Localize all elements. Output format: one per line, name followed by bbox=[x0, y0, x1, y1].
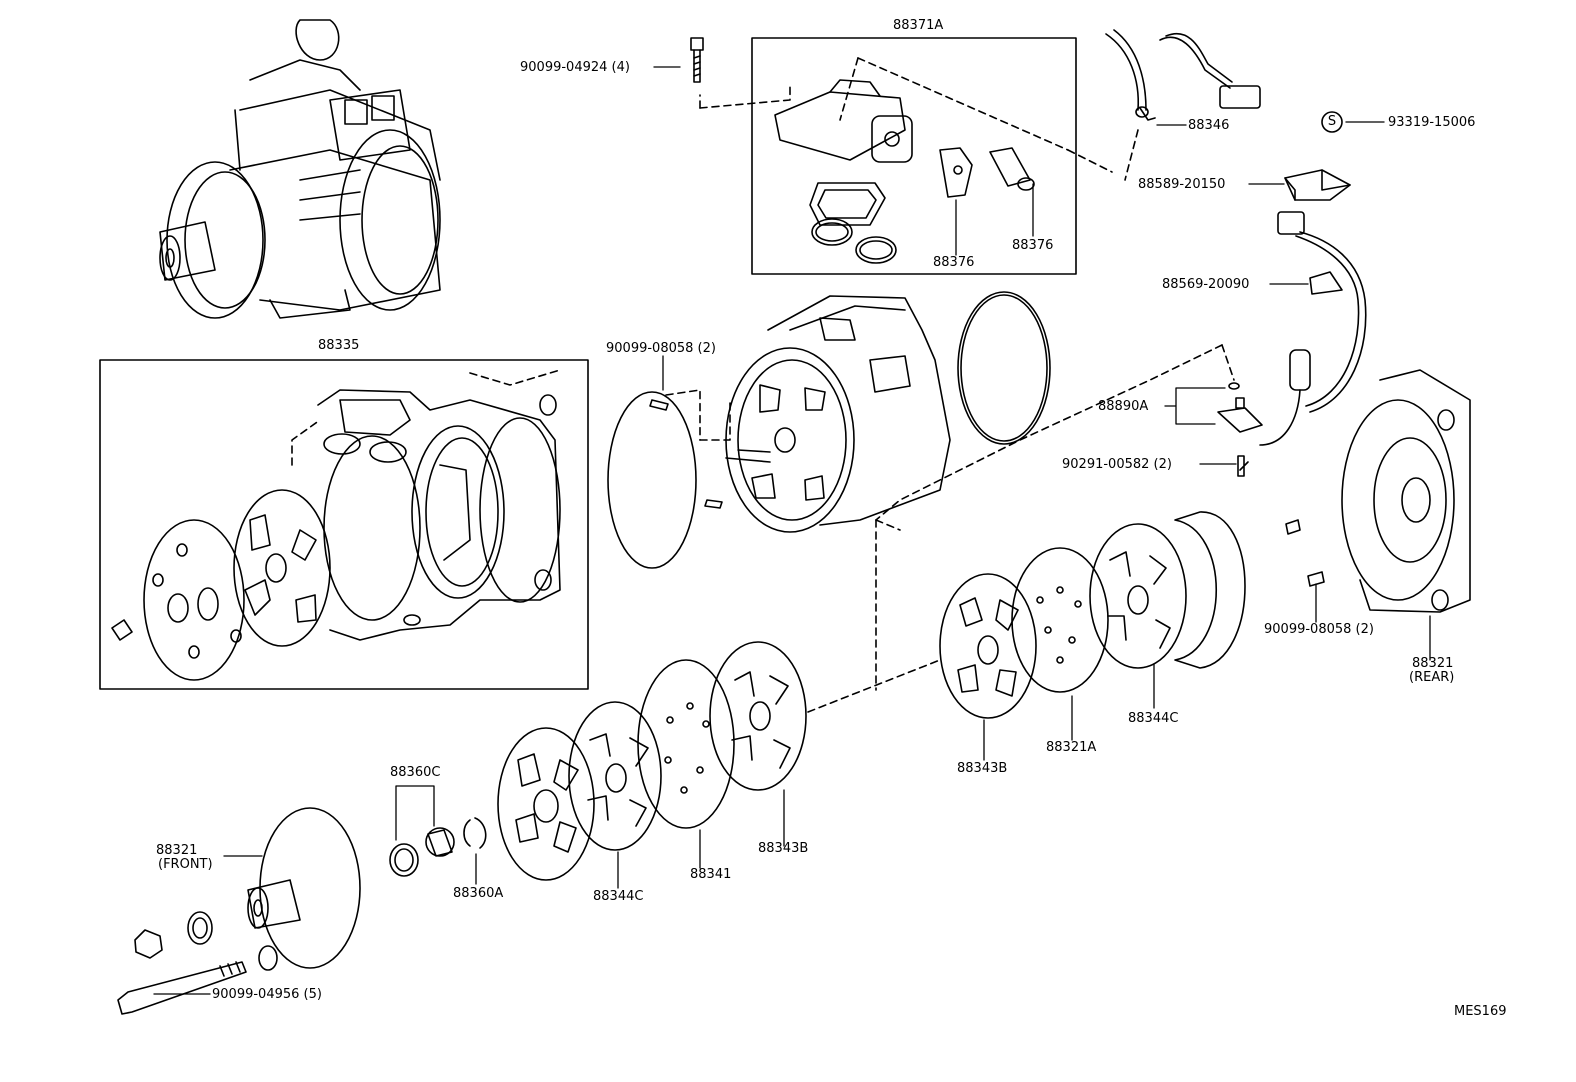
rear-housing-illustration bbox=[1341, 369, 1471, 613]
label-88321A: 88321A bbox=[1046, 740, 1097, 755]
label-88360A: 88360A bbox=[453, 886, 504, 901]
sensor-harness-illustration bbox=[1259, 211, 1367, 446]
front-clutch-illustration bbox=[117, 807, 487, 1015]
label-88346: 88346 bbox=[1188, 118, 1230, 133]
valve-plate-illustration bbox=[233, 489, 331, 647]
cylinder-block-illustration bbox=[317, 389, 561, 641]
diagram-id: MES169 bbox=[1454, 1004, 1507, 1019]
rear-plates-illustration bbox=[939, 511, 1325, 719]
box-88371A bbox=[751, 37, 1077, 275]
label-90291-00582: 90291-00582 (2) bbox=[1062, 457, 1172, 472]
label-88371A: 88371A bbox=[893, 18, 944, 33]
front-head-illustration bbox=[111, 519, 245, 681]
label-88341: 88341 bbox=[690, 867, 732, 882]
o-ring-rear bbox=[957, 291, 1051, 445]
label-rear-note: (REAR) bbox=[1409, 670, 1455, 685]
front-plates-illustration bbox=[497, 641, 807, 881]
label-88335: 88335 bbox=[318, 338, 360, 353]
s-marker-label: S bbox=[1327, 114, 1337, 129]
label-88569-20090: 88569-20090 bbox=[1162, 277, 1250, 292]
label-88344C-left: 88344C bbox=[593, 889, 644, 904]
label-90099-08058-top: 90099-08058 (2) bbox=[606, 341, 716, 356]
box-88335 bbox=[99, 359, 589, 690]
label-90099-08058-rear: 90099-08058 (2) bbox=[1264, 622, 1374, 637]
s-marker-circle bbox=[1321, 111, 1343, 133]
label-88360C: 88360C bbox=[390, 765, 441, 780]
label-88321-front: 88321 bbox=[156, 843, 198, 858]
label-88589-20150: 88589-20150 bbox=[1138, 177, 1226, 192]
label-88376-right: 88376 bbox=[1012, 238, 1054, 253]
compressor-housing-illustration bbox=[607, 291, 1051, 569]
bolt-90099-04924-illustration bbox=[690, 37, 704, 83]
o-ring-front bbox=[607, 391, 697, 569]
solid-leaders bbox=[153, 66, 1431, 995]
label-88343B-right: 88343B bbox=[957, 761, 1008, 776]
label-88376-left: 88376 bbox=[933, 255, 975, 270]
label-88890A: 88890A bbox=[1098, 399, 1149, 414]
label-88343B-left: 88343B bbox=[758, 841, 809, 856]
wire-harness-illustration bbox=[1105, 29, 1261, 121]
sensor-88890A-illustration bbox=[1217, 382, 1263, 477]
label-88321-rear: 88321 bbox=[1412, 656, 1454, 671]
label-front-note: (FRONT) bbox=[158, 857, 213, 872]
valve-assembly-illustration bbox=[774, 79, 1035, 264]
label-93319-15006: 93319-15006 bbox=[1388, 115, 1476, 130]
label-90099-04956: 90099-04956 (5) bbox=[212, 987, 322, 1002]
connector-88589-20150-illustration bbox=[1284, 169, 1351, 201]
compressor-assembly-illustration bbox=[159, 19, 441, 319]
label-90099-04924: 90099-04924 (4) bbox=[520, 60, 630, 75]
label-88344C-right: 88344C bbox=[1128, 711, 1179, 726]
